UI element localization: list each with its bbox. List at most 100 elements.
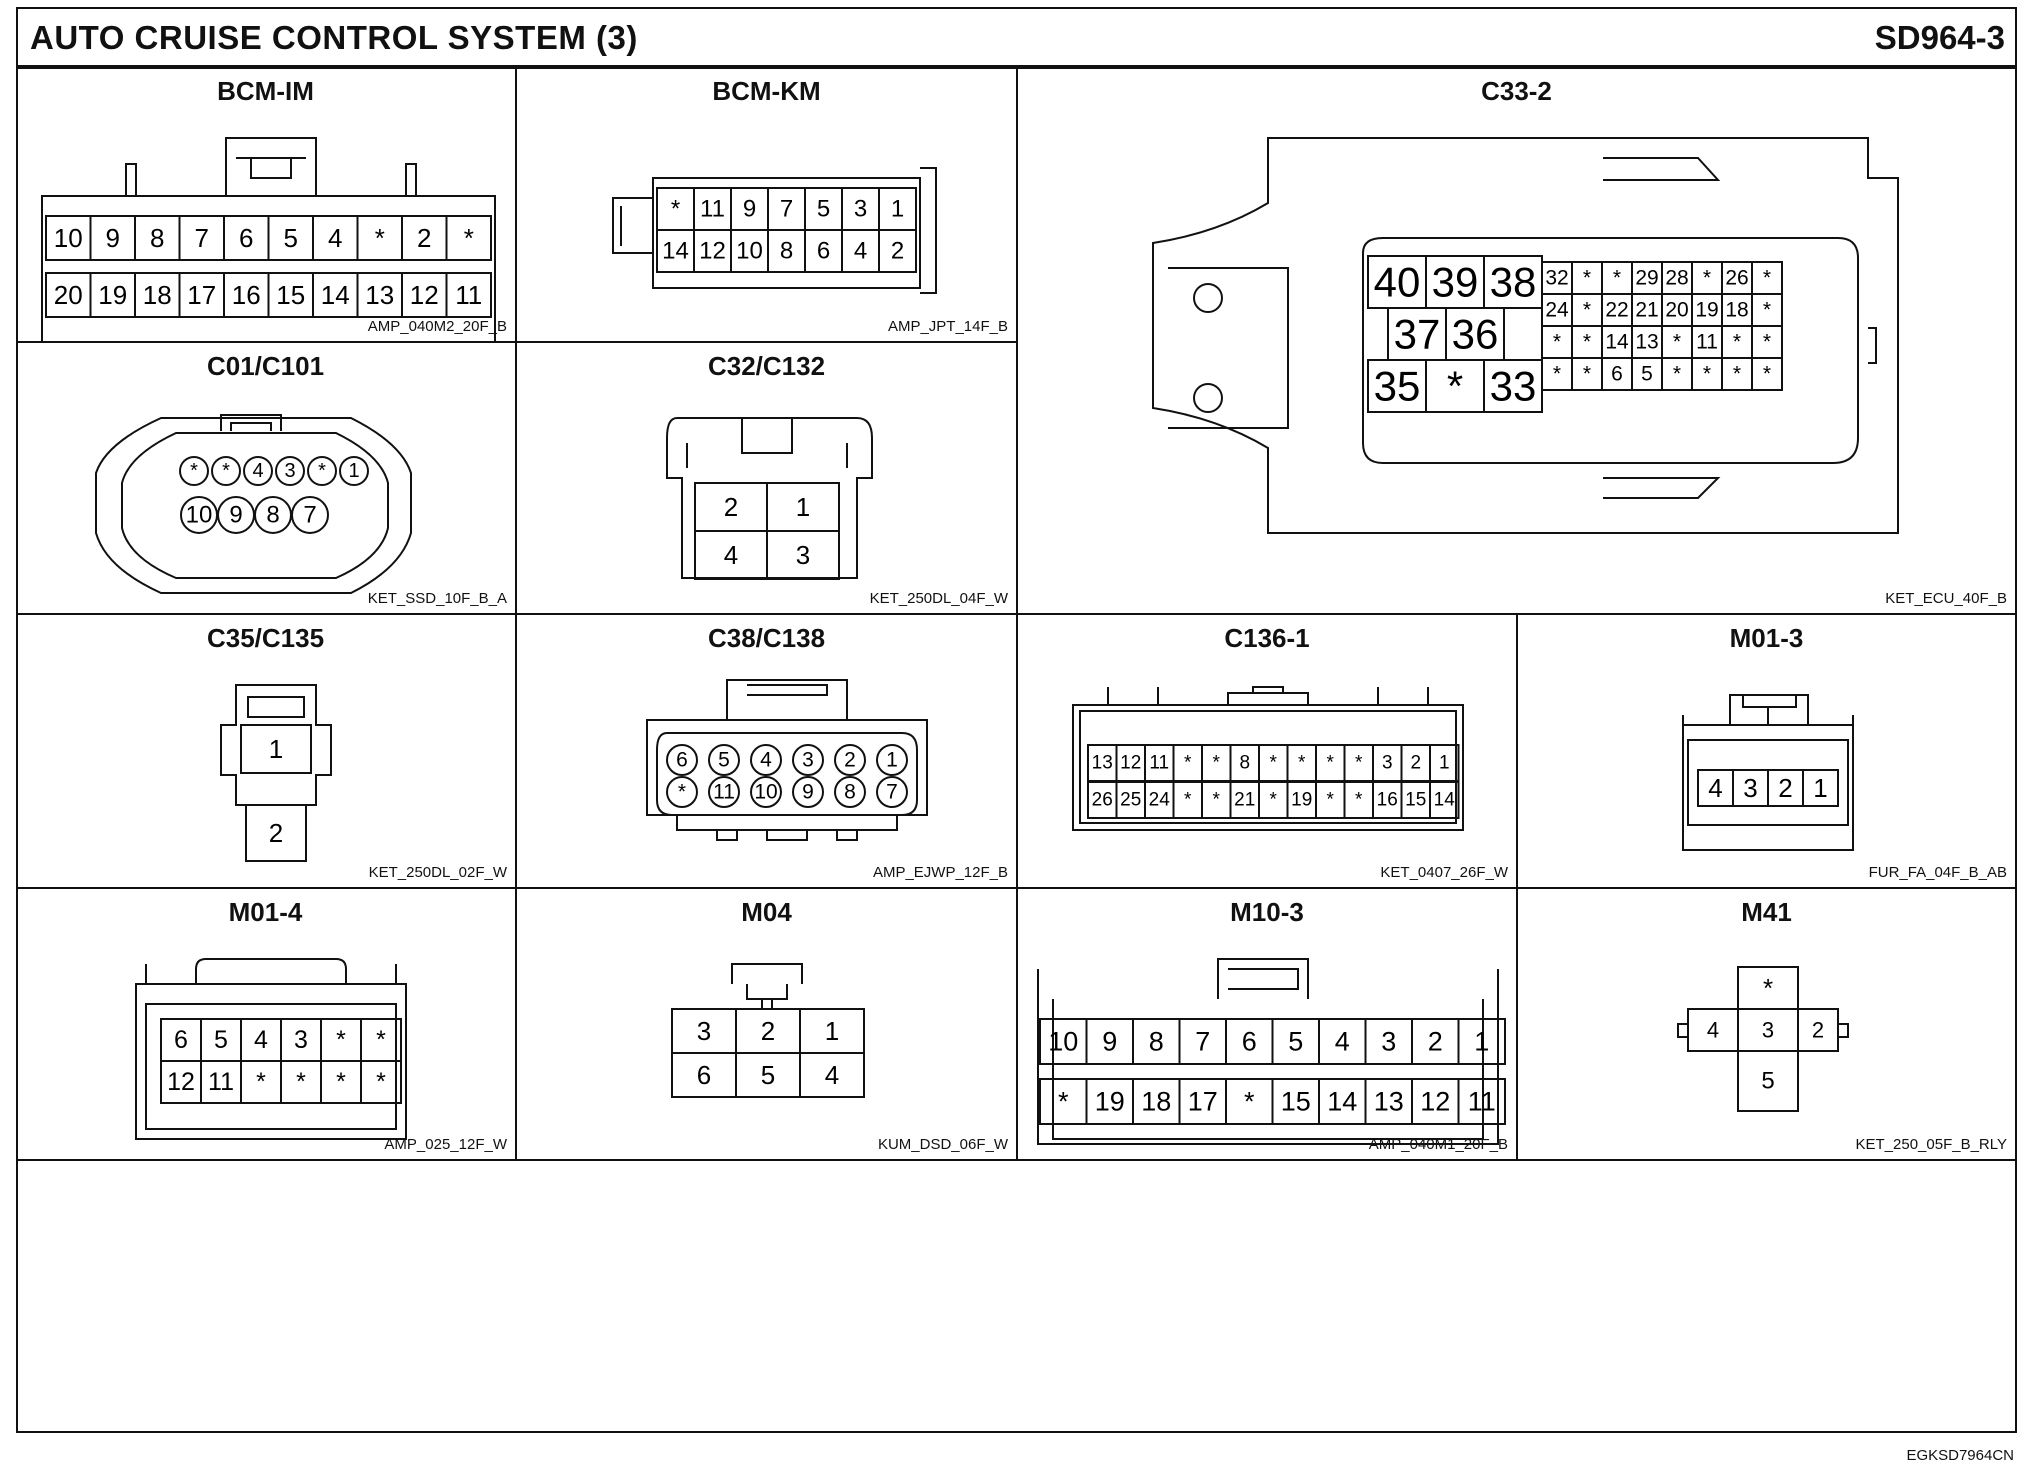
pin-label: 4 [252,460,263,482]
mount-hole [1193,283,1223,313]
pin-label: 13 [1635,331,1658,354]
pin-label: 36 [1452,311,1499,358]
pin-label: 7 [1195,1027,1210,1057]
pin-label: * [1270,753,1278,774]
pin-cavity [275,456,305,486]
pin-label: 10 [736,238,763,265]
connector-name: C136-1 [1224,623,1310,653]
pin-label: 22 [1605,299,1628,322]
pin-label: 11 [713,781,735,804]
pin-cell [445,272,492,318]
pin-cavity [666,776,698,808]
pin-label: * [1583,267,1591,290]
pin-label: 35 [1374,363,1421,410]
pin-cell [799,1052,865,1098]
housing-outline [1168,267,1289,429]
connector-name: M41 [1741,897,1792,927]
pin-label: 10 [54,223,83,253]
pin-label: 4 [1707,1018,1719,1043]
pin-label: 11 [1696,331,1718,354]
pin-label: 6 [1242,1027,1257,1057]
pin-cavity [750,776,782,808]
pin-label: 14 [1434,790,1456,811]
pin-label: * [1583,363,1591,386]
pin-label: 5 [817,196,830,223]
pin-label: * [1673,331,1681,354]
pin-label: 19 [1291,790,1312,811]
pin-cell [1751,357,1783,391]
pin-label: 3 [854,196,867,223]
pin-label: * [1553,363,1561,386]
housing-outline [656,679,918,816]
connector-drawing: 12 [220,684,332,862]
housing-outline [666,417,873,579]
pin-label: 1 [891,196,904,223]
pin-label: 28 [1665,267,1688,290]
housing-outline [1217,958,1309,999]
connector-name: M04 [741,897,792,927]
pin-cavity [179,456,209,486]
housing-outline [612,167,937,294]
pin-label: 1 [825,1016,839,1046]
pin-label: 3 [697,1016,711,1046]
pin-label: 10 [186,502,213,529]
pin-label: * [1327,790,1335,811]
pin-label: * [375,223,385,253]
housing-outline [1729,694,1809,725]
pin-label: 4 [254,1026,268,1054]
housing-outline [236,157,306,179]
pin-label: 2 [1778,773,1792,803]
pin-label: 12 [1120,753,1141,774]
pin-cavity [792,776,824,808]
pin-label: * [336,1026,346,1054]
pin-label: * [1355,753,1363,774]
connector-name: C33-2 [1481,76,1552,106]
housing-outline [716,830,858,841]
housing-outline [1072,704,1464,831]
pin-label: 9 [1102,1027,1117,1057]
pin-label: 6 [1611,363,1623,386]
pin-label: 2 [724,492,738,522]
pin-label: 5 [718,749,730,772]
housing-outline [646,719,928,831]
pin-label: 4 [825,1060,839,1090]
pin-label: 1 [796,492,810,522]
housing-outline [145,1003,397,1130]
pin-label: 9 [229,502,242,529]
housing-outline [1152,137,1899,534]
connector-code: KET_250DL_02F_W [368,864,507,881]
pin-cavity [307,456,337,486]
pin-label: 6 [174,1026,188,1054]
pin-label: 8 [1149,1027,1164,1057]
pin-cell [766,530,840,580]
pin-label: * [1733,363,1741,386]
pin-label: 11 [455,280,482,310]
housing-outline [220,684,332,806]
pin-label: * [671,196,680,223]
pin-label: 2 [269,818,283,848]
pin-cavity [834,776,866,808]
connector-name: BCM-IM [217,76,314,106]
pin-label: * [1058,1087,1069,1117]
pin-label: 3 [284,460,295,482]
pin-label: 2 [1428,1027,1443,1057]
pin-label: 19 [1695,299,1718,322]
pin-label: 12 [699,238,726,265]
housing-outline [135,958,407,1140]
connector-name: M01-4 [228,897,303,927]
pin-label: 38 [1490,259,1537,306]
connector-code: KET_250_05F_B_RLY [1855,1136,2008,1153]
page-title: AUTO CRUISE CONTROL SYSTEM (3) [30,19,638,56]
pin-label: 20 [54,280,83,310]
pin-label: * [1673,363,1681,386]
pin-label: 1 [886,749,898,772]
